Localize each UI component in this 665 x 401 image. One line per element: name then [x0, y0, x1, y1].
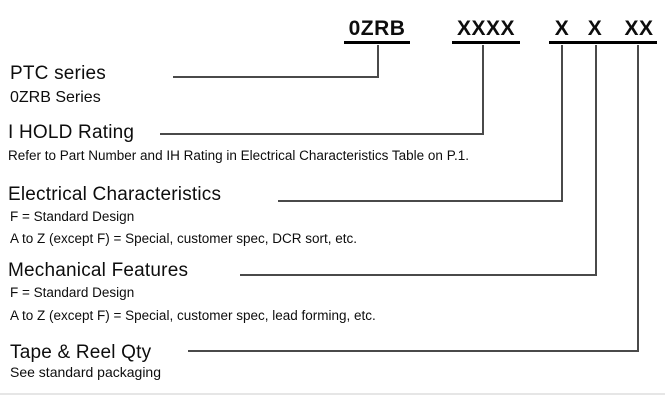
electrical-special-note: A to Z (except F) = Special, customer sp…: [10, 231, 357, 246]
electrical-standard-design-note: F = Standard Design: [10, 209, 135, 224]
tape-reel-qty-title: Tape & Reel Qty: [10, 342, 152, 363]
drop-line-series: [377, 45, 379, 77]
leader-line-ih-rating: [160, 133, 484, 135]
ihold-rating-note: Refer to Part Number and IH Rating in El…: [8, 148, 469, 163]
part-code-suffix-group: X X XX: [549, 16, 657, 44]
part-code-tape-reel: XX: [624, 17, 654, 40]
leader-line-electrical: [278, 200, 563, 202]
drop-line-mechanical: [595, 45, 597, 276]
leader-line-mechanical: [240, 274, 597, 276]
electrical-characteristics-title: Electrical Characteristics: [8, 184, 222, 205]
part-code-electrical: X: [554, 17, 570, 40]
ptc-series-subtitle: 0ZRB Series: [10, 89, 101, 106]
part-code-series: 0ZRB: [344, 16, 410, 44]
part-code-ih-rating: XXXX: [452, 16, 520, 44]
ptc-series-title: PTC series: [10, 63, 106, 84]
mechanical-standard-design-note: F = Standard Design: [10, 285, 135, 300]
drop-line-ih-rating: [482, 45, 484, 135]
tape-reel-qty-note: See standard packaging: [10, 364, 161, 380]
ihold-rating-title: I HOLD Rating: [8, 122, 135, 143]
page-divider-rule: [0, 393, 665, 395]
leader-line-tape-reel: [188, 350, 639, 352]
drop-line-electrical: [561, 45, 563, 202]
drop-line-tape-reel: [637, 45, 639, 352]
leader-line-series: [173, 76, 379, 78]
part-code-mechanical: X: [587, 17, 603, 40]
mechanical-features-title: Mechanical Features: [8, 260, 189, 281]
mechanical-special-note: A to Z (except F) = Special, customer sp…: [10, 308, 376, 323]
